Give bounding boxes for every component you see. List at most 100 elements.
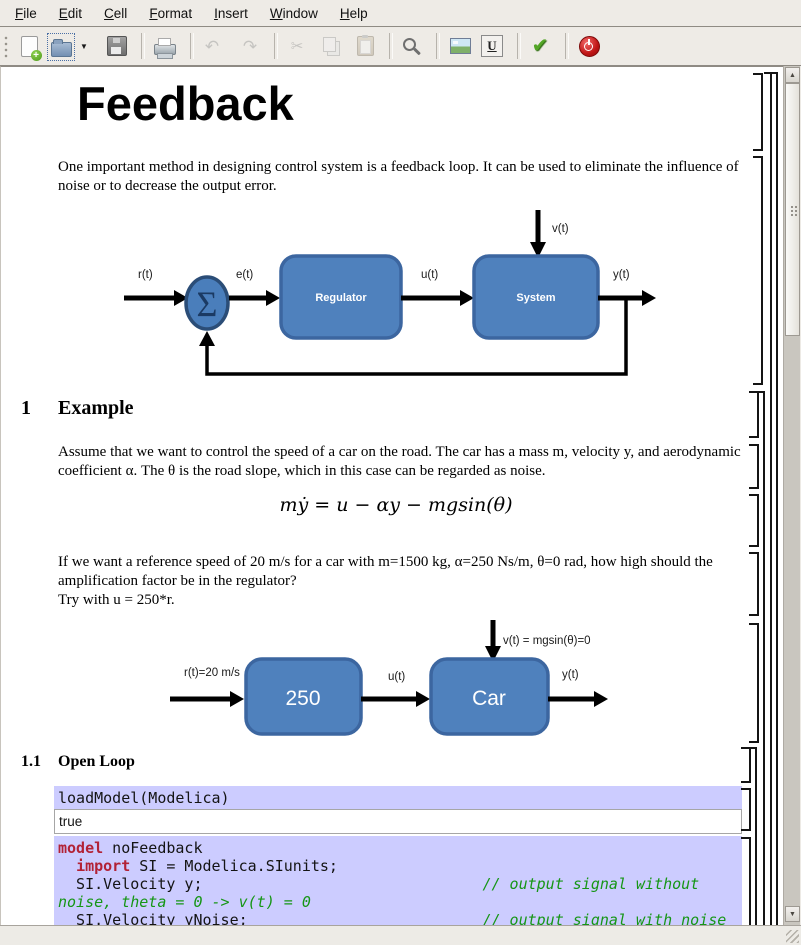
noise-label: v(t) = mgsin(θ)=0 xyxy=(503,635,591,647)
menu-window[interactable]: Window xyxy=(269,5,318,21)
checkmark-icon: ✔ xyxy=(531,35,549,57)
output-arrowhead xyxy=(594,691,608,707)
toolbar-separator xyxy=(141,33,145,59)
toolbar-separator xyxy=(274,33,278,59)
noise-arrowhead xyxy=(530,242,546,258)
dropdown-arrow-icon: ▼ xyxy=(80,41,88,51)
scrollbar-thumb[interactable] xyxy=(785,83,800,336)
underline-button[interactable]: U xyxy=(479,33,505,59)
cell-bracket[interactable] xyxy=(741,837,751,925)
underline-icon: U xyxy=(481,35,503,57)
sigma-symbol: Σ xyxy=(197,284,218,324)
menu-cell[interactable]: Cell xyxy=(104,5,128,21)
cut-button[interactable]: ✂ xyxy=(284,33,310,59)
cell-bracket[interactable] xyxy=(749,444,759,489)
new-document-icon xyxy=(20,35,42,61)
section-1-1-number: 1.1 xyxy=(21,753,41,770)
vertical-scrollbar[interactable]: ▲ ▼ xyxy=(783,66,800,925)
scrollbar-grip xyxy=(790,205,797,217)
stop-button[interactable] xyxy=(576,33,602,59)
print-button[interactable] xyxy=(152,33,178,59)
noise-label: v(t) xyxy=(552,223,569,235)
input-arrowhead xyxy=(230,691,244,707)
group-bracket-outer[interactable] xyxy=(770,72,778,925)
noise-arrowhead xyxy=(485,646,501,662)
cell-bracket[interactable] xyxy=(749,552,759,616)
input-label: r(t)=20 m/s xyxy=(184,667,240,679)
cell-bracket[interactable] xyxy=(741,747,751,783)
cell-bracket[interactable] xyxy=(753,156,763,385)
open-dropdown-button[interactable]: ▼ xyxy=(76,33,92,59)
open-loop-diagram[interactable]: v(t) = mgsin(θ)=0 r(t)=20 m/s 250 u(t) C… xyxy=(166,616,626,746)
try-text: Try with u = 250*r. xyxy=(58,592,175,608)
group-bracket-section-1-1[interactable] xyxy=(749,747,757,925)
save-button[interactable] xyxy=(104,33,130,59)
control-label: u(t) xyxy=(421,269,438,281)
output-label: y(t) xyxy=(613,269,630,281)
feedback-line xyxy=(205,298,628,376)
redo-button[interactable]: ↷ xyxy=(237,33,263,59)
undo-button[interactable]: ↶ xyxy=(199,33,225,59)
menu-bar: File Edit Cell Format Insert Window Help xyxy=(0,0,801,27)
toolbar-separator xyxy=(565,33,569,59)
copy-button[interactable] xyxy=(318,33,344,59)
status-bar xyxy=(0,925,801,945)
insert-image-button[interactable] xyxy=(447,33,473,59)
menu-insert[interactable]: Insert xyxy=(214,5,248,21)
document-title[interactable]: Feedback xyxy=(77,77,294,130)
cell-bracket[interactable] xyxy=(753,73,763,151)
scroll-up-button[interactable]: ▲ xyxy=(785,67,800,83)
code-line: loadModel(Modelica) xyxy=(58,789,230,807)
car-equation[interactable]: mẏ = u − αy − mgsin(θ) xyxy=(279,494,513,516)
scroll-up-icon: ▲ xyxy=(789,71,796,79)
code-line: import SI = Modelica.SIunits; xyxy=(76,857,338,875)
regulator-label: Regulator xyxy=(315,292,367,304)
system-label: System xyxy=(516,292,555,304)
toolbar-separator xyxy=(190,33,194,59)
scroll-down-button[interactable]: ▼ xyxy=(785,906,800,922)
summation-node xyxy=(184,275,230,331)
evaluate-button[interactable]: ✔ xyxy=(527,33,553,59)
assume-paragraph[interactable]: Assume that we want to control the speed… xyxy=(58,444,741,479)
input-cell-model[interactable]: model noFeedback import SI = Modelica.SI… xyxy=(54,836,742,925)
intro-paragraph[interactable]: One important method in designing contro… xyxy=(58,159,739,194)
paste-button[interactable] xyxy=(352,33,378,59)
feedback-block-diagram[interactable]: v(t) r(t) Σ e(t) Regulator u(t) System xyxy=(116,206,666,386)
cut-icon: ✂ xyxy=(290,37,304,55)
menu-edit[interactable]: Edit xyxy=(58,5,83,21)
group-bracket-document[interactable] xyxy=(764,72,772,925)
menu-format[interactable]: Format xyxy=(149,5,193,21)
cell-bracket[interactable] xyxy=(749,391,759,438)
input-cell-loadmodel[interactable]: loadModel(Modelica) xyxy=(54,786,742,809)
output-label: y(t) xyxy=(562,669,579,681)
output-cell-true[interactable]: true xyxy=(54,809,742,834)
print-icon xyxy=(154,37,176,59)
paste-icon xyxy=(356,35,374,56)
toolbar-drag-handle[interactable] xyxy=(3,35,10,59)
error-label: e(t) xyxy=(236,269,253,281)
control-arrowhead xyxy=(460,290,474,306)
question-text: If we want a reference speed of 20 m/s f… xyxy=(58,554,713,589)
scroll-down-icon: ▼ xyxy=(789,910,796,918)
cell-bracket[interactable] xyxy=(749,623,759,743)
new-document-button[interactable] xyxy=(16,33,42,61)
code-line: SI.Velocity yNoise; // output signal wit… xyxy=(58,911,727,925)
undo-icon: ↶ xyxy=(204,36,220,56)
power-icon xyxy=(578,35,600,57)
open-button[interactable] xyxy=(47,33,75,61)
question-paragraph[interactable]: If we want a reference speed of 20 m/s f… xyxy=(58,553,748,610)
cell-bracket[interactable] xyxy=(749,494,759,547)
toolbar: ▼ ↶ ↷ ✂ U ✔ xyxy=(0,28,801,66)
cell-bracket[interactable] xyxy=(741,788,751,831)
group-bracket-section-1[interactable] xyxy=(757,391,765,925)
menu-help[interactable]: Help xyxy=(339,5,368,21)
resize-grip[interactable] xyxy=(786,930,799,943)
feedback-arrowhead xyxy=(199,331,215,346)
toolbar-separator xyxy=(436,33,440,59)
input-label: r(t) xyxy=(138,269,153,281)
search-button[interactable] xyxy=(398,33,424,59)
menu-file[interactable]: File xyxy=(15,5,37,21)
